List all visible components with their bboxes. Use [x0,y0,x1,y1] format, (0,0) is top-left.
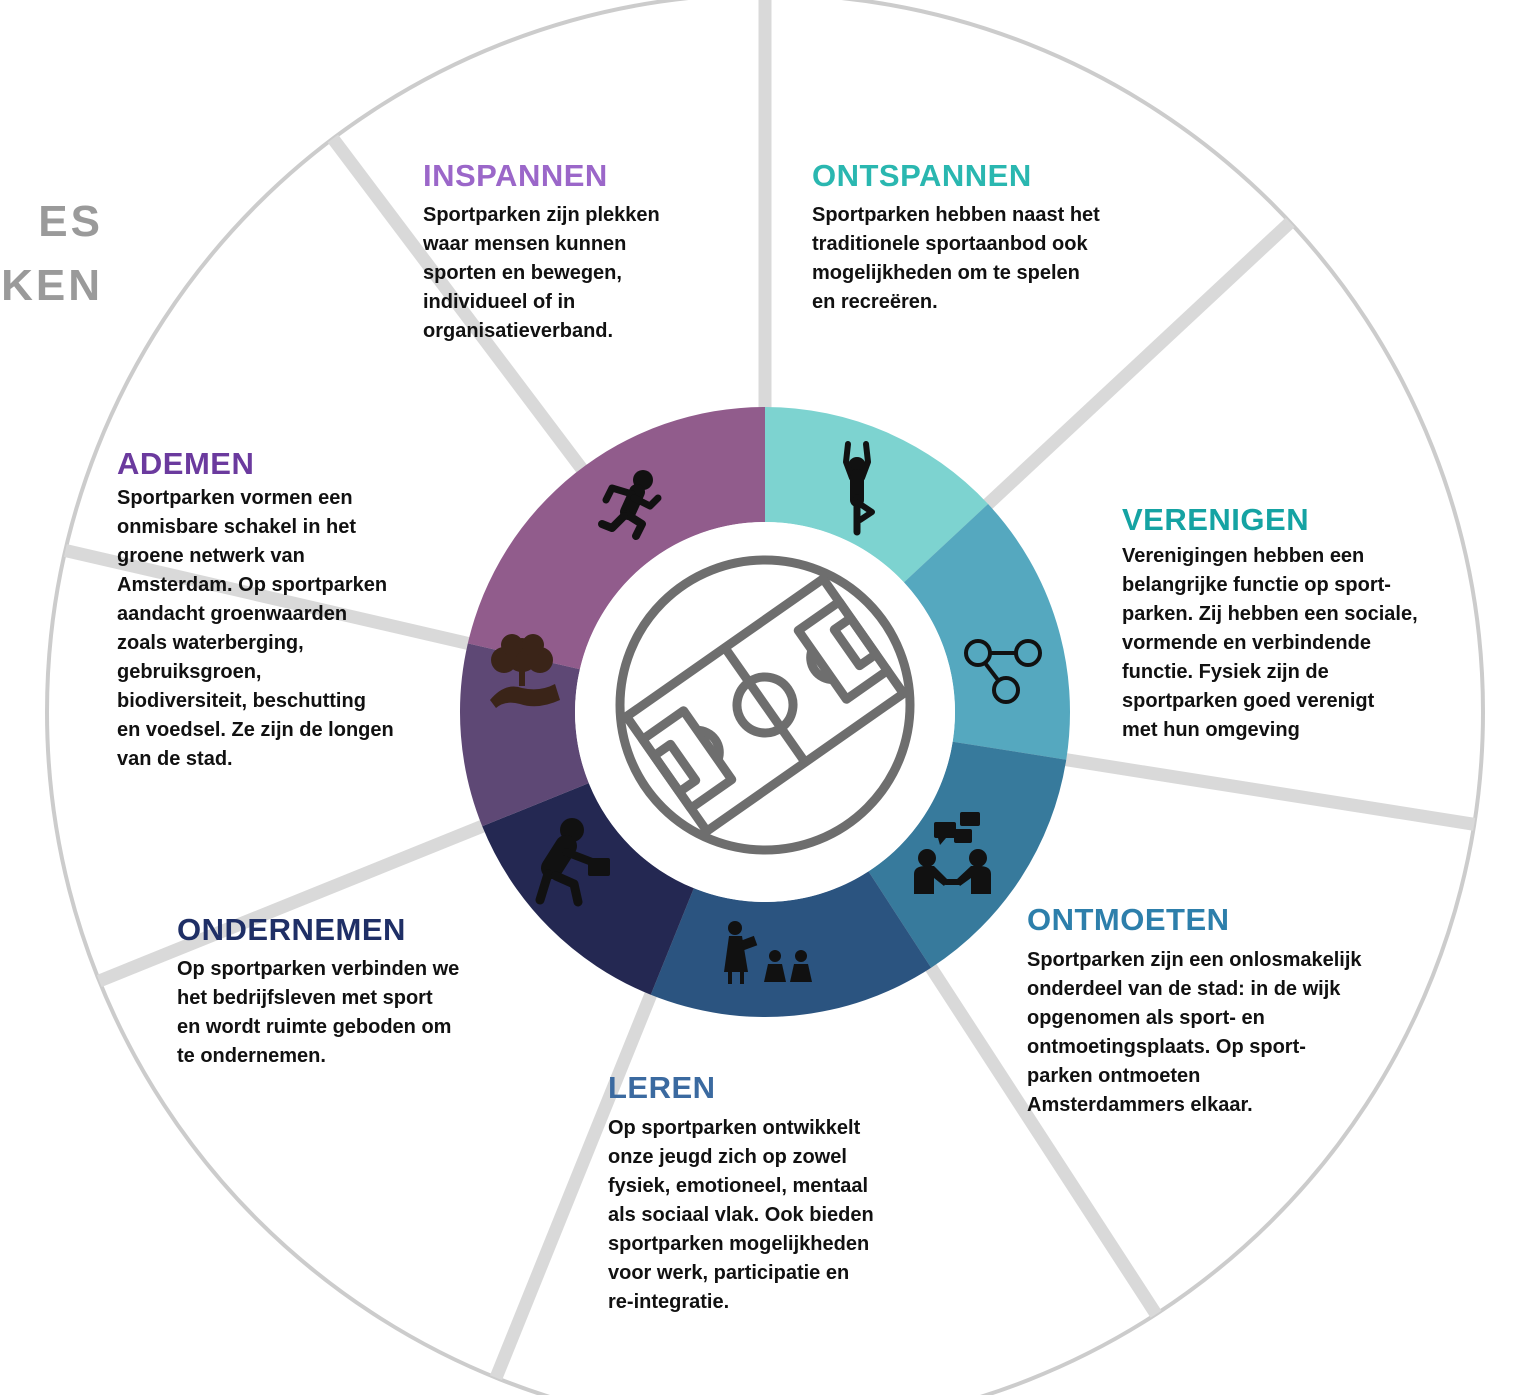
segment-ademen-text: Sportparken vormen een onmisbare schakel… [117,487,394,770]
running-person-icon [598,470,662,540]
segment-inspannen-text: Sportparken zijn plekken waar mensen kun… [423,204,660,342]
ring-segment-ontspannen [765,407,989,583]
segment-verenigen-text: Verenigingen hebben een belangrijke func… [1122,545,1418,741]
segment-verenigen-title: VERENIGEN [1122,502,1310,537]
side-title: ES KEN [1,197,103,310]
segment-ontspannen-text: Sportparken hebben naast het traditionel… [812,204,1100,313]
teacher-students-icon [724,921,812,984]
segment-inspannen-title: INSPANNEN [423,158,608,193]
segment-ontmoeten-text: Sportparken zijn een onlosmakelijk onder… [1027,949,1362,1116]
ring-segment-ademen [460,643,589,827]
ring-segment-inspannen [467,407,765,670]
ring-segment-leren [650,871,932,1017]
ring-segment-ondernemen [482,783,694,995]
football-pitch-icon [615,555,915,855]
tree-landscape-icon [490,634,560,708]
segment-ondernemen-title: ONDERNEMEN [177,912,406,947]
segment-ademen-title: ADEMEN [117,446,255,481]
ring-segment-ontmoeten [868,741,1067,968]
segment-ontspannen-title: ONTSPANNEN [812,158,1032,193]
network-nodes-icon [964,639,1042,704]
inner-ring [460,407,1071,1017]
segment-leren-title: LEREN [608,1070,716,1105]
yoga-pose-icon [843,441,875,536]
segment-leren-text: Op sportparken ontwikkelt onze jeugd zic… [608,1117,874,1313]
segment-ontmoeten-title: ONTMOETEN [1027,902,1230,937]
segment-ondernemen-text: Op sportparken verbinden we het bedrijfs… [177,958,460,1067]
meeting-handshake-icon [914,812,991,894]
businessman-briefcase-icon [535,818,610,907]
ring-segment-verenigen [903,503,1071,760]
